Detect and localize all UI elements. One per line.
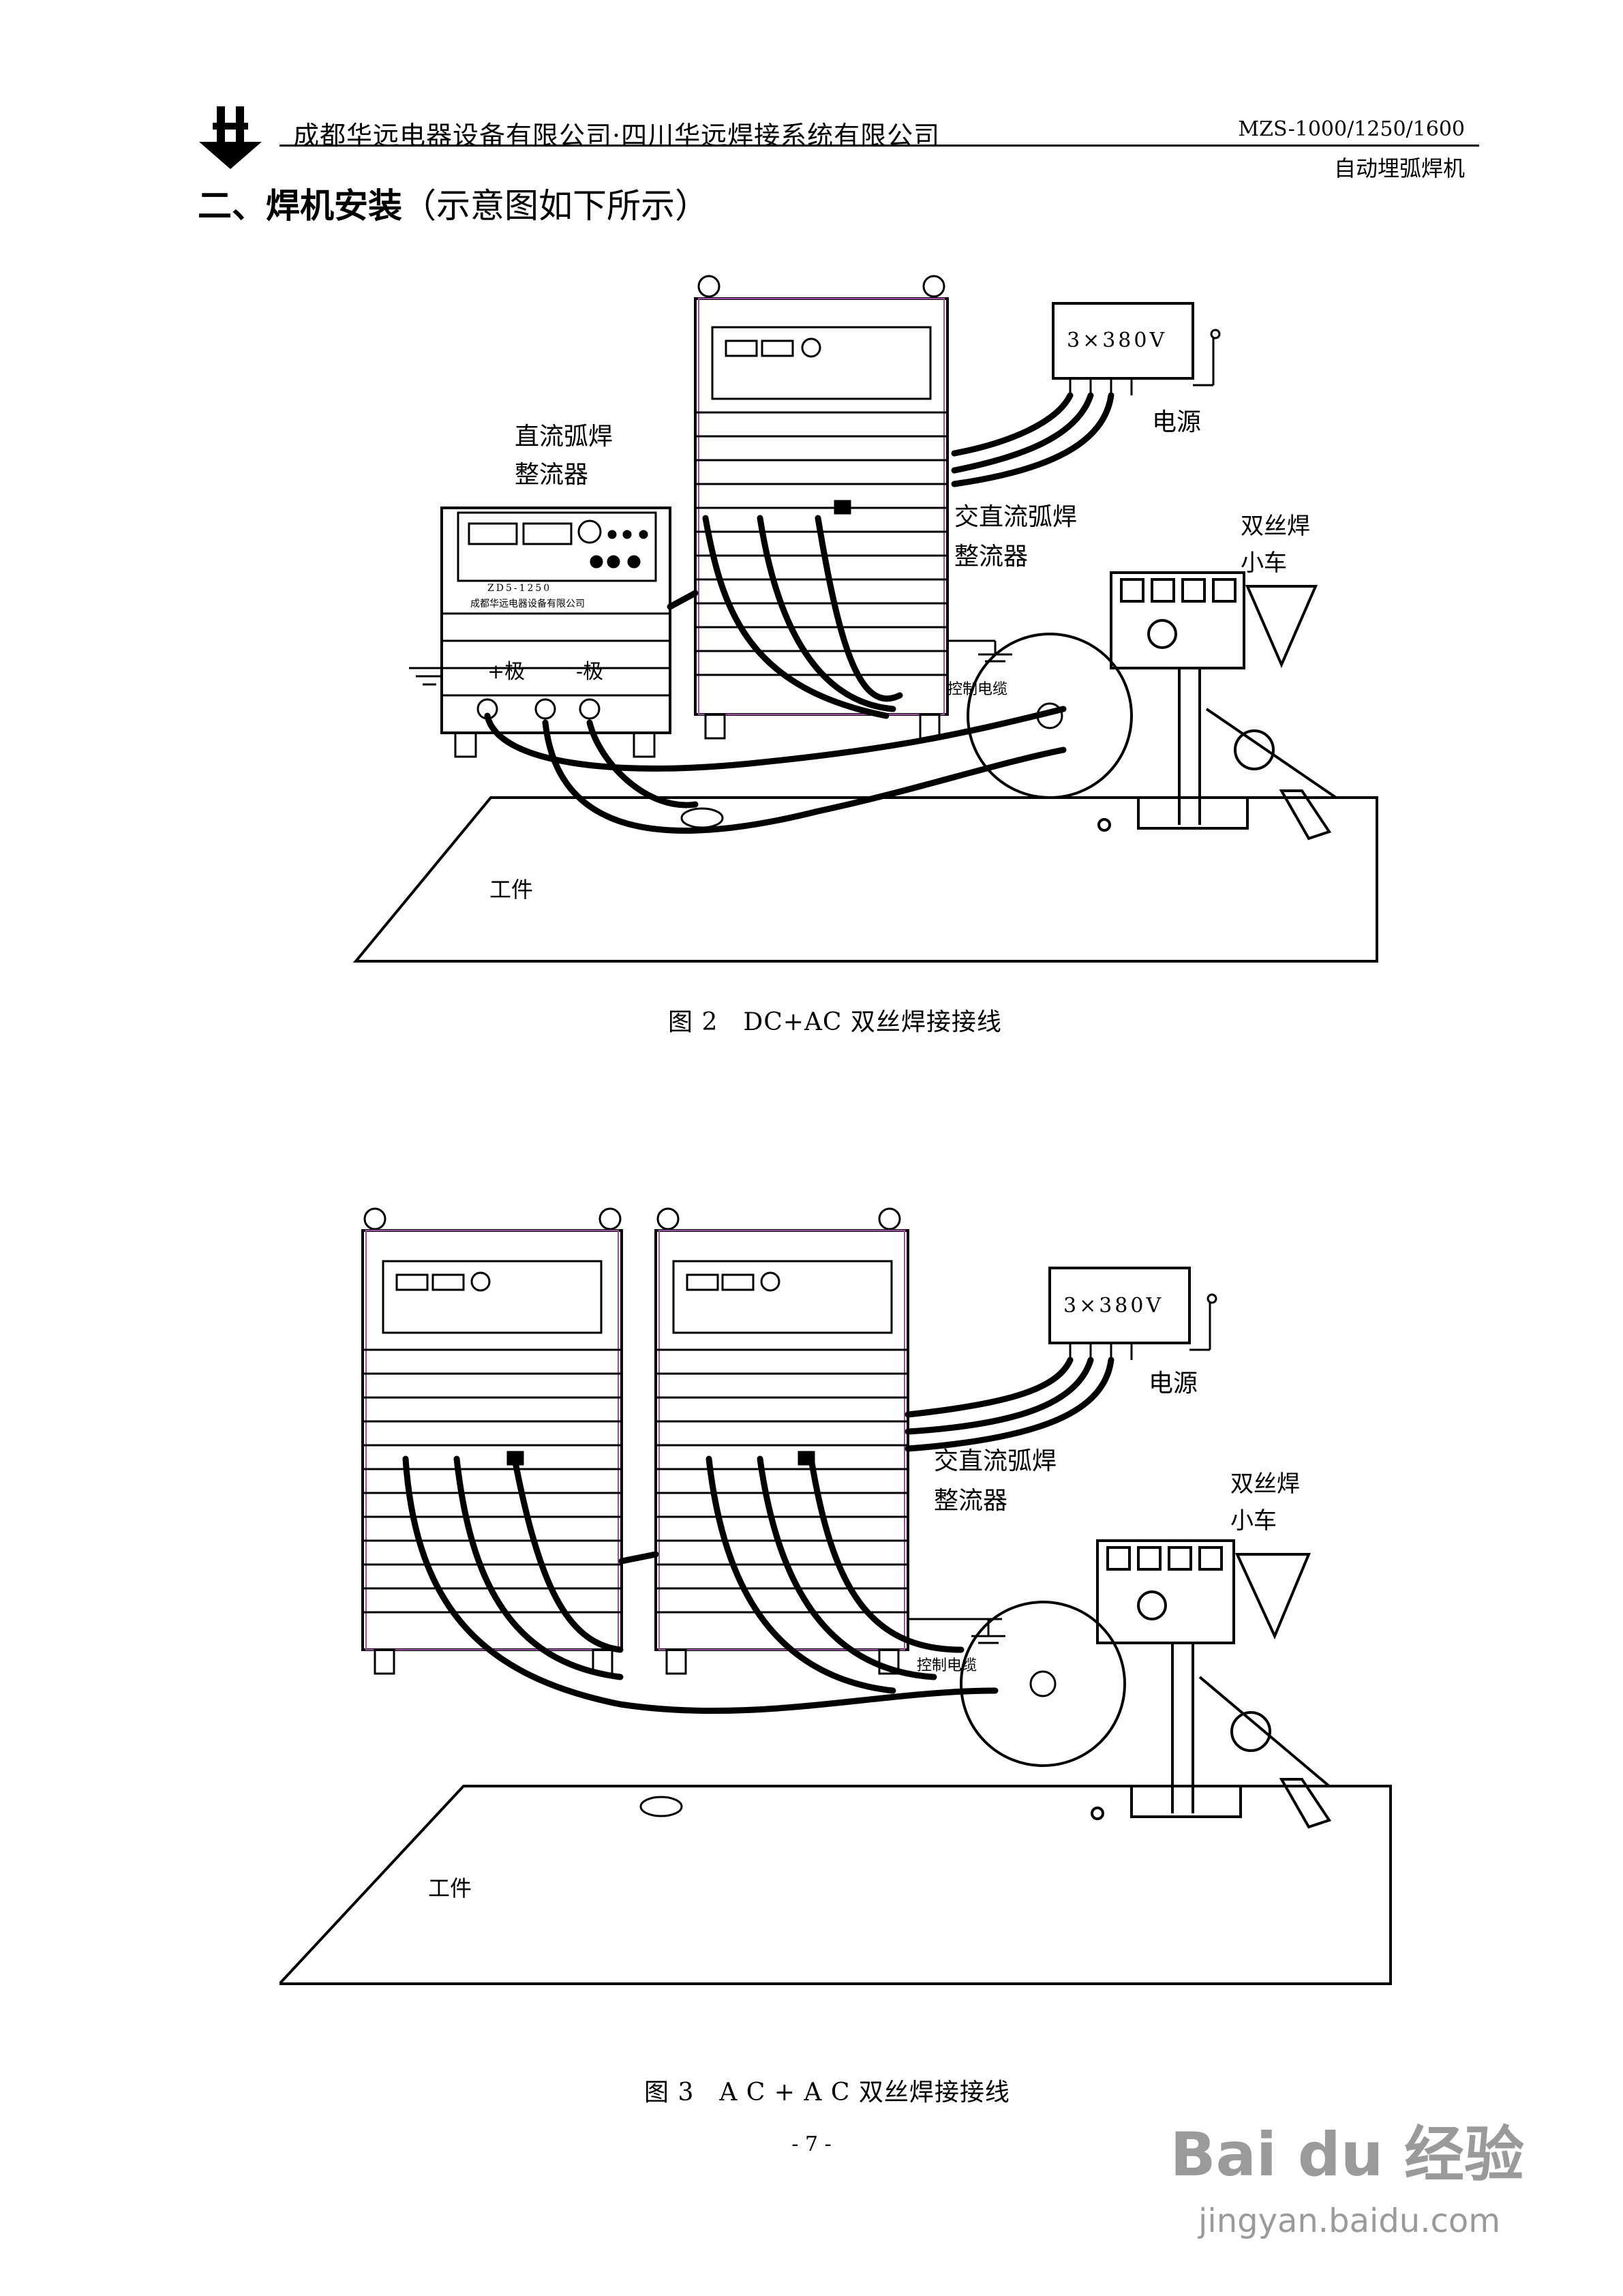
label-workpiece: 工件: [428, 1875, 472, 1901]
label-tractor: 双丝焊 小车: [1230, 1466, 1300, 1539]
label-dc-rectifier-line2: 整流器: [515, 461, 589, 489]
cables: [402, 1357, 1114, 1715]
figure-2-caption: 图 2 DC+AC 双丝焊接接线: [668, 1008, 1002, 1036]
label-plus: +极: [487, 660, 526, 684]
watermark-brand: Bai du 经验: [1170, 2119, 1524, 2190]
header-rule: [279, 145, 1479, 147]
label-dc-maker: 成都华远电器设备有限公司: [470, 599, 585, 609]
workpiece-plate: [352, 796, 1378, 963]
figure-3-caption: 图 3 A C + A C 双丝焊接接线: [644, 2079, 1010, 2106]
wire-reel: [960, 1601, 1126, 1767]
label-acdc-rectifier: 交直流弧焊 整流器: [954, 498, 1077, 577]
label-dc-model: ZD5-1250: [487, 583, 552, 594]
ground-symbol-right: [908, 1618, 1005, 1644]
label-power: 电源: [1152, 408, 1202, 436]
welding-tractor: [1091, 1539, 1332, 1829]
section-title-text: 二、焊机安装: [198, 186, 402, 226]
label-tractor: 双丝焊 小车: [1241, 508, 1310, 581]
ground-symbol-right: [947, 639, 1012, 663]
figure-3-diagram: 交直流弧焊 整流器 3×380V 电源 双丝焊 小车 控制电缆 工件: [279, 1200, 1411, 1991]
section-title-note: （示意图如下所示）: [402, 186, 709, 226]
label-acdc-rectifier-line2: 整流器: [954, 543, 1029, 571]
label-tractor-line1: 双丝焊: [1230, 1470, 1300, 1498]
power-box: [1052, 302, 1221, 395]
label-power: 电源: [1149, 1370, 1198, 1398]
label-control-cable: 控制电缆: [917, 1657, 977, 1674]
section-title: 二、焊机安装（示意图如下所示）: [198, 179, 709, 228]
label-control-cable: 控制电缆: [947, 681, 1008, 698]
label-minus: -极: [576, 660, 604, 684]
label-dc-rectifier-line1: 直流弧焊: [515, 423, 613, 451]
ground-clamp: [639, 1796, 683, 1817]
label-workpiece: 工件: [489, 877, 534, 903]
label-acdc-rectifier: 交直流弧焊 整流器: [934, 1442, 1057, 1521]
header-model: MZS-1000/1250/1600: [1238, 117, 1465, 141]
dc-rectifier-cabinet: [440, 507, 671, 758]
welding-tractor: [1097, 571, 1337, 841]
label-acdc-rectifier-line1: 交直流弧焊: [954, 503, 1078, 531]
label-acdc-rectifier-line1: 交直流弧焊: [934, 1447, 1057, 1475]
label-power-spec: 3×380V: [1063, 1294, 1164, 1318]
acdc-rectifier-cabinet-1: [361, 1207, 623, 1675]
header-product: 自动埋弧焊机: [1333, 155, 1465, 181]
label-dc-rectifier: 直流弧焊 整流器: [515, 418, 613, 494]
page-number: - 7 -: [791, 2132, 832, 2156]
ground-clamp: [680, 807, 724, 829]
watermark-url: jingyan.baidu.com: [1198, 2202, 1500, 2240]
label-tractor-line2: 小车: [1241, 549, 1287, 577]
figure-2-diagram: 直流弧焊 整流器 交直流弧焊 整流器 3×380V 电源 双丝焊 小车 +极 -…: [341, 273, 1404, 988]
company-logo-icon: [199, 106, 262, 169]
label-tractor-line2: 小车: [1230, 1507, 1277, 1535]
label-power-spec: 3×380V: [1067, 329, 1168, 352]
workpiece-plate: [279, 1785, 1392, 1985]
acdc-rectifier-cabinet-2: [654, 1207, 909, 1675]
label-tractor-line1: 双丝焊: [1241, 513, 1310, 540]
wire-reel: [967, 633, 1133, 799]
label-acdc-rectifier-line2: 整流器: [934, 1487, 1008, 1515]
power-box: [1048, 1267, 1217, 1360]
